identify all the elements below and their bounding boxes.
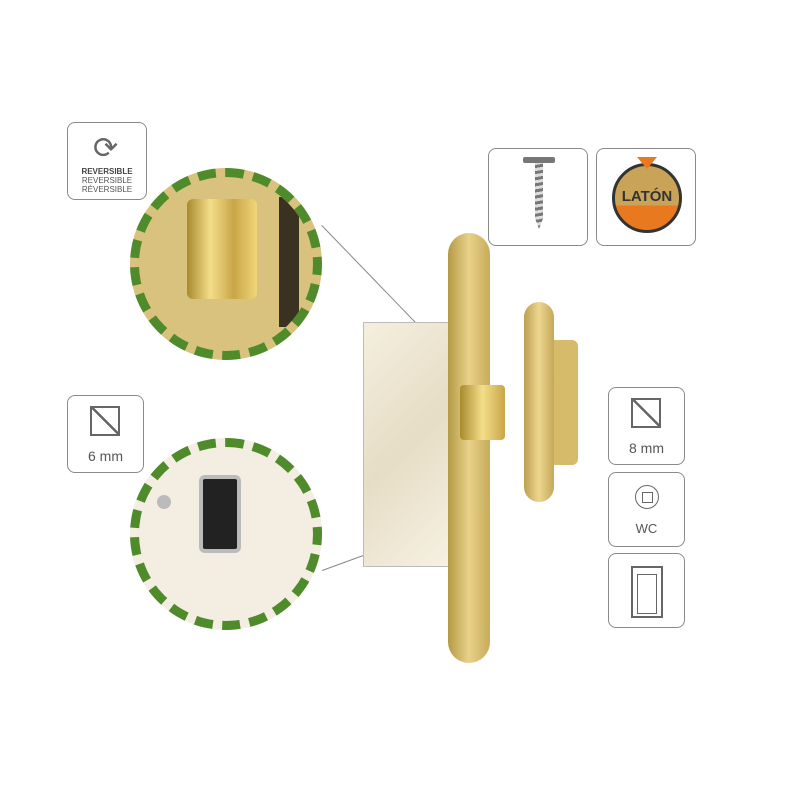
material-box: LATÓN bbox=[596, 148, 696, 246]
wc-box: WC bbox=[608, 472, 685, 547]
screw-icon bbox=[535, 159, 543, 229]
spindle-detail-circle bbox=[130, 438, 322, 630]
brass-badge: LATÓN bbox=[612, 163, 682, 233]
backset-6mm-box: 6 mm bbox=[67, 395, 144, 473]
lock-case bbox=[363, 322, 450, 567]
backset-8mm-label: 8 mm bbox=[629, 440, 664, 456]
latch-detail-circle bbox=[130, 168, 322, 360]
latch-bolt bbox=[187, 199, 257, 299]
square-spindle-icon bbox=[635, 485, 659, 509]
door-icon-box bbox=[608, 553, 685, 628]
latch-bolt bbox=[460, 385, 505, 440]
backset-8mm-box: 8 mm bbox=[608, 387, 685, 465]
square-slash-icon bbox=[631, 398, 661, 428]
rotate-arrows-icon: ⟳ bbox=[93, 132, 119, 165]
screw-icon-box bbox=[488, 148, 588, 246]
material-label: LATÓN bbox=[621, 188, 673, 205]
square-slash-icon bbox=[90, 406, 120, 436]
reversible-label-3: RÉVERSIBLE bbox=[81, 185, 133, 194]
lock-faceplate bbox=[448, 233, 490, 663]
backset-6mm-label: 6 mm bbox=[88, 448, 123, 464]
rivet bbox=[157, 495, 171, 509]
screw-head bbox=[523, 157, 555, 163]
spindle-hole bbox=[199, 475, 241, 553]
reversible-icon-box: ⟳ REVERSIBLE REVERSIBLE RÉVERSIBLE bbox=[67, 122, 147, 200]
strike-plate bbox=[524, 302, 554, 502]
faceplate-edge bbox=[279, 197, 299, 327]
arrow-down-icon bbox=[637, 157, 657, 169]
door-icon bbox=[631, 566, 663, 618]
strike-lip bbox=[554, 340, 578, 465]
wc-label: WC bbox=[635, 521, 658, 536]
reversible-label-1: REVERSIBLE bbox=[81, 167, 133, 176]
reversible-label-2: REVERSIBLE bbox=[81, 176, 133, 185]
